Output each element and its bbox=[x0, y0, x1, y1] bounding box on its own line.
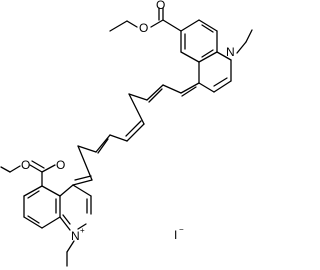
top-pyridine-bond bbox=[216, 51, 232, 61]
bottom-benzo-bond bbox=[41, 216, 61, 229]
bottom-benzo-bond bbox=[23, 185, 43, 197]
top-benzo-bond bbox=[198, 19, 218, 32]
top-pyridine-double-bond bbox=[213, 77, 228, 87]
bottom-benzo-double-bond bbox=[27, 190, 40, 199]
bottom-pyridine-bond bbox=[77, 223, 87, 230]
bottom-benzo-double-bond bbox=[27, 215, 40, 224]
top-pyridine-bond bbox=[198, 82, 215, 93]
chain-double-bond bbox=[74, 175, 92, 181]
chain-bond bbox=[146, 84, 164, 101]
top-n-ethyl-bond bbox=[245, 29, 253, 43]
top-benzo-double-bond bbox=[201, 49, 214, 58]
chain-double-bond bbox=[97, 138, 109, 154]
top-benzo-bond bbox=[198, 51, 218, 63]
top-benzo-bond bbox=[180, 19, 200, 32]
iodide-counterion: I − bbox=[174, 225, 184, 242]
bottom-ester-ether-oxygen: O bbox=[21, 158, 30, 172]
top-n-ethyl-bond bbox=[236, 41, 247, 54]
top-ester-bond bbox=[162, 19, 182, 32]
top-quinoline-nitrogen: N bbox=[226, 45, 235, 59]
chain-double-bond bbox=[181, 86, 197, 97]
bottom-pyridine-double-bond bbox=[62, 214, 71, 225]
iodide-symbol: I bbox=[174, 228, 177, 242]
chain-bond bbox=[128, 93, 145, 125]
chain-bond bbox=[95, 134, 111, 153]
top-benzo-bond bbox=[180, 51, 200, 63]
chemical-structure-diagram: O O N bbox=[0, 0, 253, 267]
chain-bond bbox=[162, 84, 182, 94]
bottom-benzo-bond bbox=[23, 216, 43, 229]
chain-double-bond bbox=[148, 88, 163, 103]
structure-canvas: O O N bbox=[0, 0, 253, 267]
bottom-ester-carbonyl-oxygen: O bbox=[56, 158, 65, 172]
bottom-n-ethyl-bond bbox=[66, 240, 75, 253]
chain-bond bbox=[109, 134, 128, 142]
chain-bond bbox=[77, 145, 93, 181]
bottom-ester-ethyl-bond bbox=[0, 166, 11, 173]
chain-double-bond bbox=[125, 120, 142, 137]
bottom-benzo-bond bbox=[41, 185, 61, 197]
bottom-ester-carbonyl-bond bbox=[29, 164, 43, 173]
top-ester-ethyl-bond bbox=[109, 20, 128, 32]
bottom-pyridine-bond bbox=[59, 216, 71, 231]
bottom-pyridine-bond bbox=[72, 184, 92, 197]
bottom-quinoline-unit: O O N + bbox=[0, 158, 92, 267]
chain-bond bbox=[77, 145, 97, 153]
top-benzo-double-bond bbox=[201, 24, 214, 33]
chain-bond bbox=[180, 82, 200, 94]
top-ester-ether-oxygen: O bbox=[139, 21, 148, 35]
top-quinoline-unit: O O N bbox=[109, 0, 253, 93]
top-ester-bond bbox=[150, 19, 164, 28]
top-ester-carbonyl-oxygen: O bbox=[156, 0, 165, 12]
bottom-ester-carbonyl-bond bbox=[31, 160, 45, 169]
polymethine-chain bbox=[72, 82, 200, 186]
top-pyridine-bond bbox=[213, 80, 232, 93]
bottom-ester-ethyl-bond bbox=[9, 165, 21, 173]
bottom-nitrogen-charge: + bbox=[80, 226, 85, 235]
chain-bond bbox=[72, 179, 93, 186]
bottom-quinoline-nitrogen: N bbox=[71, 229, 80, 243]
bottom-pyridine-bond bbox=[59, 184, 74, 197]
chain-bond bbox=[126, 123, 145, 142]
top-ester-ethyl-bond bbox=[126, 20, 138, 28]
chain-bond bbox=[128, 93, 148, 101]
iodide-charge: − bbox=[179, 225, 184, 234]
bottom-ester-bond bbox=[41, 164, 56, 173]
